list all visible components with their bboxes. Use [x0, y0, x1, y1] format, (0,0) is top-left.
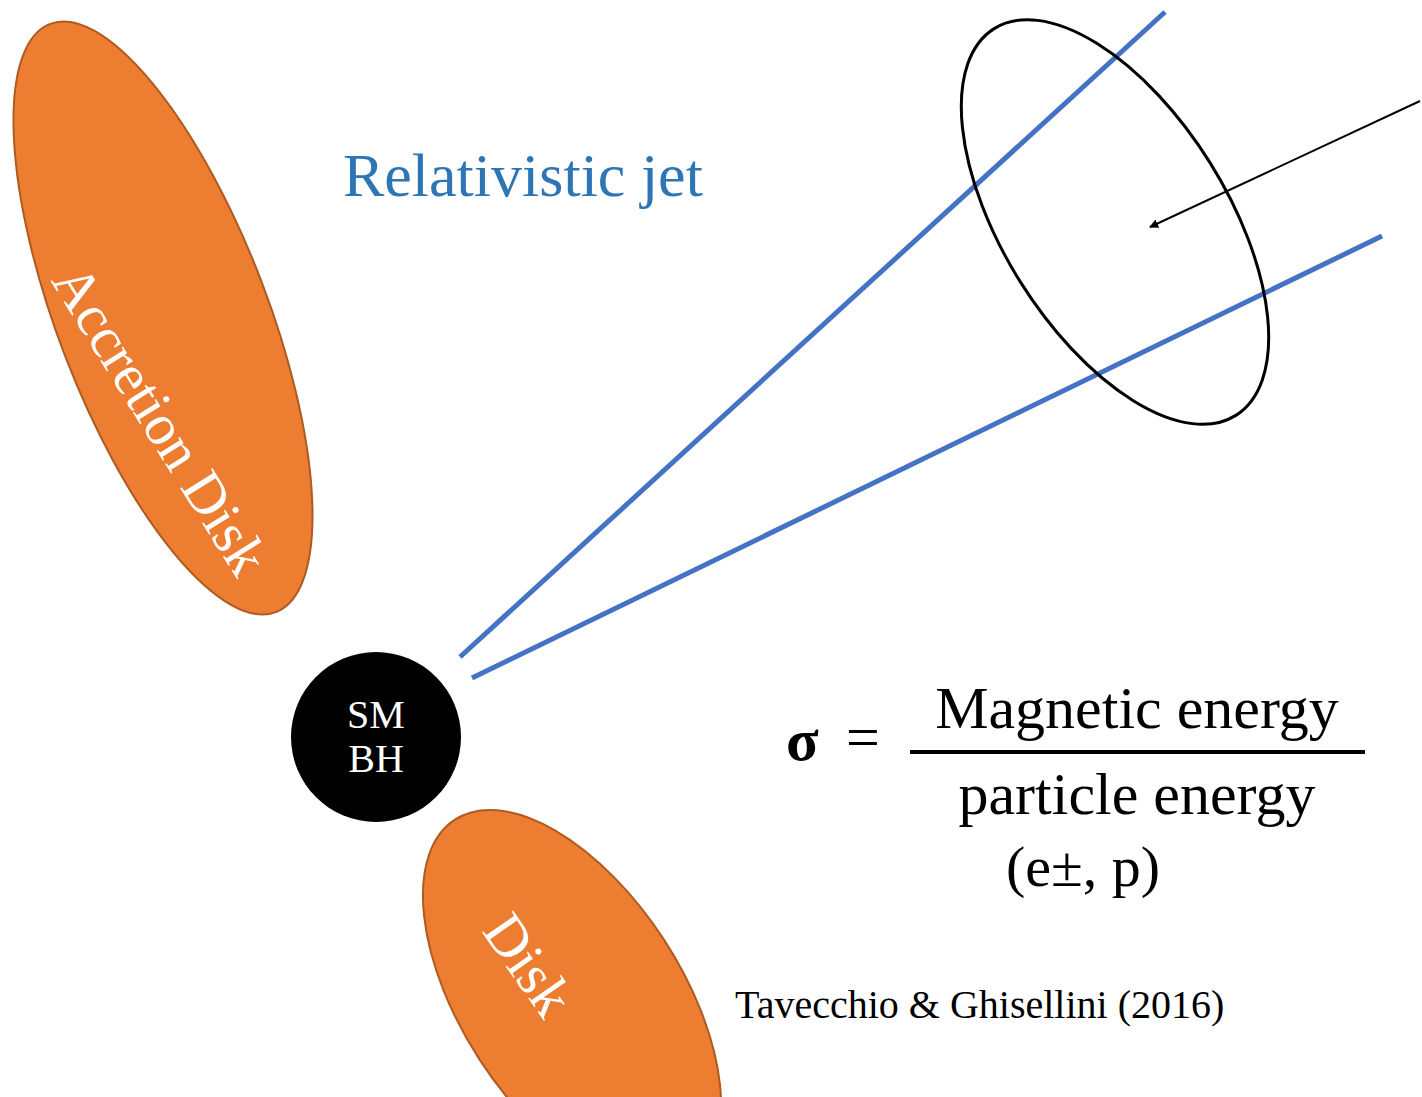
pointer-arrow — [1150, 101, 1420, 227]
ellipse-outline — [0, 0, 330, 640]
jet-title: Relativistic jet — [343, 140, 703, 211]
disk-shape — [0, 0, 374, 650]
accretion-disk: Accretion Disk — [0, 0, 330, 640]
particle-species: (e±, p) — [1006, 834, 1160, 901]
fraction-numerator: Magnetic energy — [935, 674, 1339, 743]
disk-ellipse: Disk — [420, 790, 720, 1097]
emission-region-ellipse — [899, 0, 1331, 475]
black-hole-label: SM BH — [334, 693, 418, 781]
equals-sign: = — [846, 703, 880, 772]
fraction-denominator: particle energy — [958, 760, 1315, 829]
reference-citation: Tavecchio & Ghisellini (2016) — [735, 982, 1224, 1028]
ellipse-outline — [420, 790, 720, 1097]
black-hole-circle: SM BH — [291, 652, 461, 822]
fraction-bar — [910, 750, 1365, 754]
disk-shape — [363, 760, 782, 1097]
jet-edge-line — [472, 236, 1382, 678]
sigma-symbol: σ — [786, 706, 819, 775]
